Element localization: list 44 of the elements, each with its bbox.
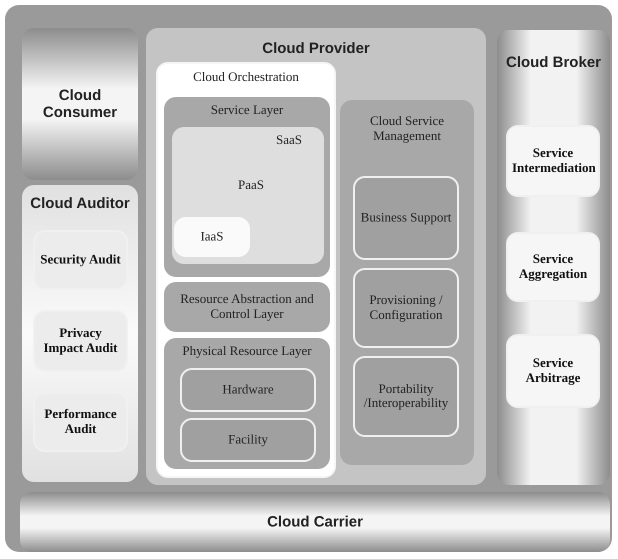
component-box <box>180 418 316 462</box>
panel-title: Physical Resource Layer <box>181 344 313 359</box>
panel-title: Cloud Broker <box>504 54 602 72</box>
component-box <box>180 368 316 412</box>
component-box <box>506 334 600 408</box>
component-label: Hardware <box>221 382 275 398</box>
panel-title: Cloud Consumer <box>42 86 118 122</box>
component-label: Resource Abstraction and Control Layer <box>179 292 315 322</box>
panel-title: PaaS <box>238 178 264 193</box>
layer-box <box>164 282 330 332</box>
actor-panel <box>22 28 138 180</box>
component-box <box>353 176 459 260</box>
actor-panel <box>22 185 138 482</box>
panel-title: Cloud Auditor <box>29 195 131 212</box>
layer-panel <box>156 62 336 478</box>
layer-panel <box>340 100 474 465</box>
component-box <box>353 356 459 437</box>
component-box <box>506 125 600 197</box>
panel-title: SaaS <box>276 133 302 148</box>
component-box <box>506 232 600 302</box>
component-label: Privacy Impact Audit <box>42 326 119 356</box>
component-label: Performance Audit <box>43 407 118 437</box>
actor-panel <box>497 30 610 485</box>
panel-title: Cloud Carrier <box>266 513 364 531</box>
component-label: Service Aggregation <box>518 252 588 282</box>
component-label: Security Audit <box>39 252 122 268</box>
layer-panel <box>172 127 324 264</box>
actor-panel <box>146 28 486 485</box>
component-label: Facility <box>227 432 269 448</box>
component-label: Portability /Interoperability <box>362 382 450 412</box>
component-label: Service Arbitrage <box>524 356 582 386</box>
component-box <box>174 217 250 257</box>
component-label: Service Intermediation <box>512 146 594 176</box>
layer-panel <box>164 338 330 469</box>
actor-bar <box>20 492 610 552</box>
panel-title: Cloud Service Management <box>368 114 445 144</box>
panel-title: Cloud Provider <box>261 40 371 58</box>
component-label: Provisioning / Configuration <box>368 293 444 323</box>
component-label: Business Support <box>360 210 452 226</box>
component-label: IaaS <box>199 230 225 244</box>
panel-title: Cloud Orchestration <box>192 70 300 85</box>
component-box <box>353 268 459 348</box>
layer-panel <box>164 97 330 277</box>
panel-title: Service Layer <box>210 103 284 118</box>
